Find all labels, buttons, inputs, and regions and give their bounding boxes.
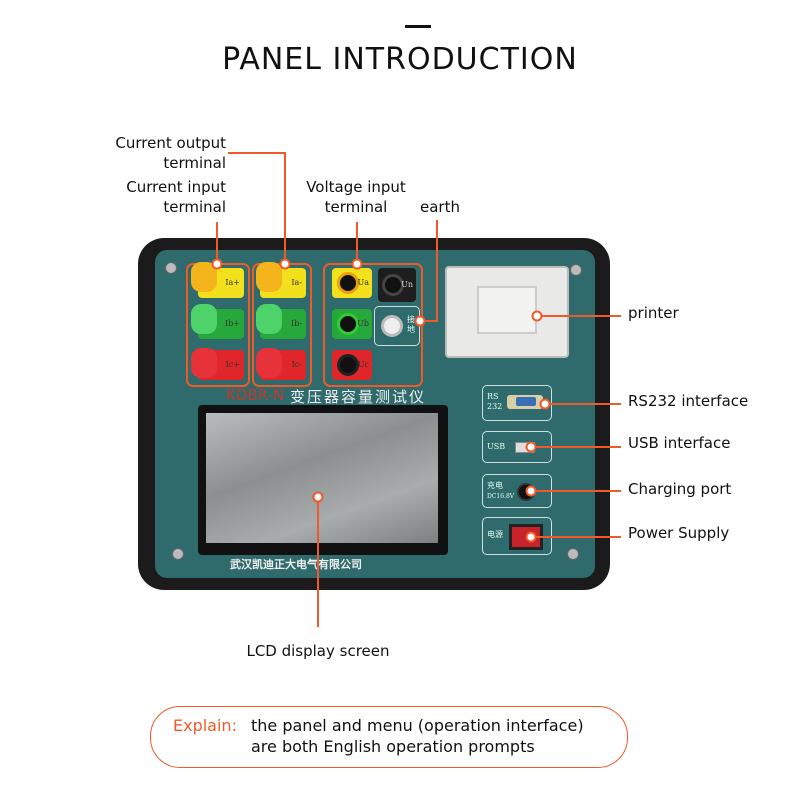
- screw-icon: [570, 264, 582, 276]
- callout-dot: [531, 310, 543, 322]
- label-earth: earth: [420, 198, 460, 216]
- label-rs232: RS232 interface: [628, 392, 749, 410]
- label-power: Power Supply: [628, 524, 730, 542]
- plug-red: [256, 348, 282, 378]
- printer-lid: [477, 286, 537, 334]
- lcd-glass: [206, 413, 438, 543]
- label-printer: printer: [628, 304, 679, 322]
- terminal-un[interactable]: Un: [378, 268, 416, 302]
- callout-dot: [539, 398, 551, 410]
- page-title: PANEL INTRODUCTION: [222, 42, 578, 77]
- plug-green: [256, 304, 282, 334]
- label-usb: USB interface: [628, 434, 731, 452]
- device-model: KDBR-N: [226, 386, 285, 404]
- callout-dot: [525, 485, 537, 497]
- company-name: 武汉凯迪正大电气有限公司: [230, 558, 362, 571]
- label-charging: Charging port: [628, 480, 732, 498]
- explain-label: Explain:: [173, 716, 237, 735]
- jack-icon: [382, 274, 404, 296]
- earth-jack-icon: [381, 315, 403, 337]
- callout-dot: [211, 258, 223, 270]
- explain-line2: are both English operation prompts: [251, 737, 535, 756]
- callout-dot: [525, 441, 537, 453]
- explain-box: Explain: the panel and menu (operation i…: [150, 706, 628, 768]
- jack-icon: [337, 354, 359, 376]
- lcd-screen[interactable]: [198, 405, 448, 555]
- printer[interactable]: [445, 266, 569, 358]
- callout-dot: [414, 315, 426, 327]
- screw-icon: [165, 262, 177, 274]
- screw-icon: [172, 548, 184, 560]
- terminal-ub[interactable]: Ub: [332, 309, 372, 339]
- jack-icon: [337, 272, 359, 294]
- callout-dot: [279, 258, 291, 270]
- callout-dot: [312, 491, 324, 503]
- device-name: 变压器容量测试仪: [290, 388, 427, 406]
- callout-dot: [351, 258, 363, 270]
- plug-red: [191, 348, 217, 378]
- screw-icon: [567, 548, 579, 560]
- earth-terminal[interactable]: 接地: [374, 306, 420, 346]
- terminal-ua[interactable]: Ua: [332, 268, 372, 298]
- plug-yellow: [256, 262, 282, 292]
- label-lcd: LCD display screen: [246, 642, 390, 660]
- jack-icon: [337, 313, 359, 335]
- plug-green: [191, 304, 217, 334]
- callout-dot: [525, 531, 537, 543]
- explain-line1: the panel and menu (operation interface): [251, 716, 584, 735]
- terminal-uc[interactable]: Uc: [332, 350, 372, 380]
- title-dash: [405, 25, 431, 28]
- db9-connector-icon: [507, 395, 543, 409]
